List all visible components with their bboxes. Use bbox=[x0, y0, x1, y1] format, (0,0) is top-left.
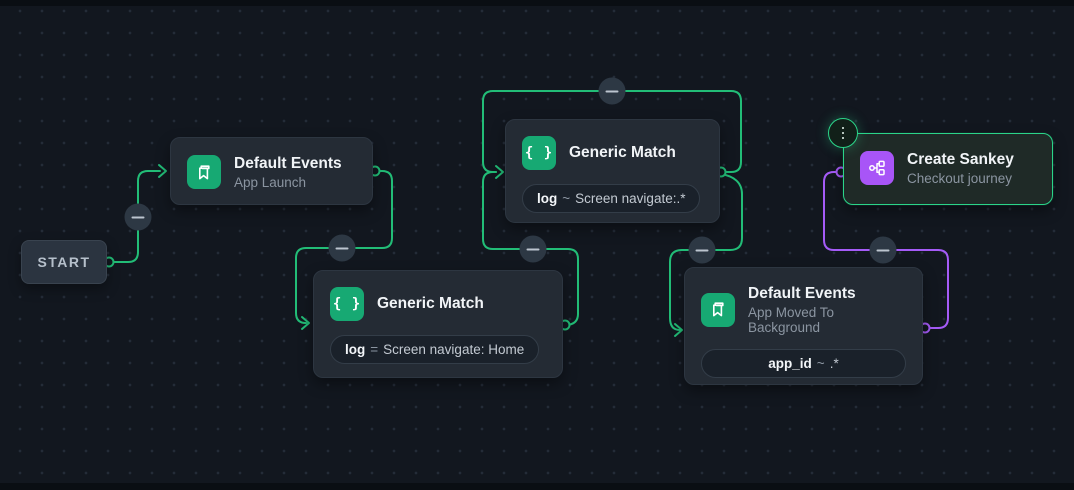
node-subtitle: Checkout journey bbox=[907, 171, 1013, 187]
filter-pill[interactable]: log = Screen navigate: Home bbox=[330, 335, 540, 364]
bookmark-icon bbox=[701, 292, 735, 327]
filter-value: Screen navigate: Home bbox=[383, 342, 525, 357]
minus-icon bbox=[335, 247, 349, 249]
braces-icon: { } bbox=[522, 136, 556, 170]
kebab-dot bbox=[841, 126, 845, 130]
start-label: START bbox=[37, 254, 91, 270]
remove-edge-button-self-loop[interactable] bbox=[598, 77, 626, 105]
minus-icon bbox=[605, 90, 619, 92]
filter-key: app_id bbox=[768, 356, 812, 372]
node-default-events-app-background[interactable]: Default Events App Moved To Background a… bbox=[684, 267, 923, 385]
filter-operator: = bbox=[370, 342, 379, 357]
remove-edge-button-generic-match-any[interactable] bbox=[688, 236, 716, 264]
node-default-events-app-launch[interactable]: Default Events App Launch bbox=[170, 137, 373, 205]
filter-pill[interactable]: app_id ~ .* bbox=[701, 349, 906, 379]
node-generic-match-home[interactable]: { } Generic Match log = Screen navigate:… bbox=[313, 270, 563, 378]
kebab-dot bbox=[841, 136, 845, 140]
node-create-sankey[interactable]: Create Sankey Checkout journey bbox=[843, 133, 1053, 205]
filter-value: Screen navigate:.* bbox=[575, 191, 686, 206]
node-title: Default Events bbox=[748, 285, 856, 302]
node-title: Generic Match bbox=[377, 295, 484, 313]
filter-pill[interactable]: log ~ Screen navigate:.* bbox=[522, 184, 701, 213]
kebab-dot bbox=[841, 131, 845, 135]
arrowhead-into-default-events bbox=[158, 164, 167, 178]
start-node[interactable]: START bbox=[21, 240, 107, 284]
edge-default-events-to-generic-match-home bbox=[295, 170, 393, 324]
arrowhead-into-generic-match-any bbox=[495, 165, 504, 179]
minus-icon bbox=[876, 249, 890, 251]
filter-key: log bbox=[345, 342, 366, 357]
node-title: Generic Match bbox=[569, 144, 676, 162]
node-title: Default Events bbox=[234, 155, 342, 172]
remove-edge-button-start[interactable] bbox=[124, 203, 152, 231]
minus-icon bbox=[526, 248, 540, 250]
braces-icon: { } bbox=[330, 287, 364, 321]
canvas-top-edge bbox=[0, 0, 1074, 6]
filter-operator: ~ bbox=[816, 356, 825, 372]
minus-icon bbox=[695, 249, 709, 251]
remove-edge-button-generic-match-home[interactable] bbox=[519, 235, 547, 263]
canvas-bottom-edge bbox=[0, 483, 1074, 490]
arrowhead-into-generic-match-home bbox=[301, 316, 310, 330]
sankey-flow-icon bbox=[860, 151, 894, 186]
node-subtitle: App Moved To Background bbox=[748, 305, 835, 336]
node-generic-match-any-screen[interactable]: { } Generic Match log ~ Screen navigate:… bbox=[505, 119, 720, 223]
remove-edge-button-create-sankey[interactable] bbox=[869, 236, 897, 264]
edge-generic-match-home-to-generic-match-any bbox=[482, 171, 579, 326]
node-options-kebab-button[interactable] bbox=[828, 118, 858, 148]
minus-icon bbox=[131, 216, 145, 218]
bookmark-icon bbox=[187, 155, 221, 190]
arrowhead-into-default-events-background bbox=[674, 323, 683, 337]
remove-edge-button-default-events[interactable] bbox=[328, 234, 356, 262]
node-subtitle: App Launch bbox=[234, 175, 307, 191]
filter-value: .* bbox=[829, 356, 839, 372]
node-title: Create Sankey bbox=[907, 151, 1014, 168]
filter-operator: ~ bbox=[562, 191, 571, 206]
filter-key: log bbox=[537, 191, 558, 206]
